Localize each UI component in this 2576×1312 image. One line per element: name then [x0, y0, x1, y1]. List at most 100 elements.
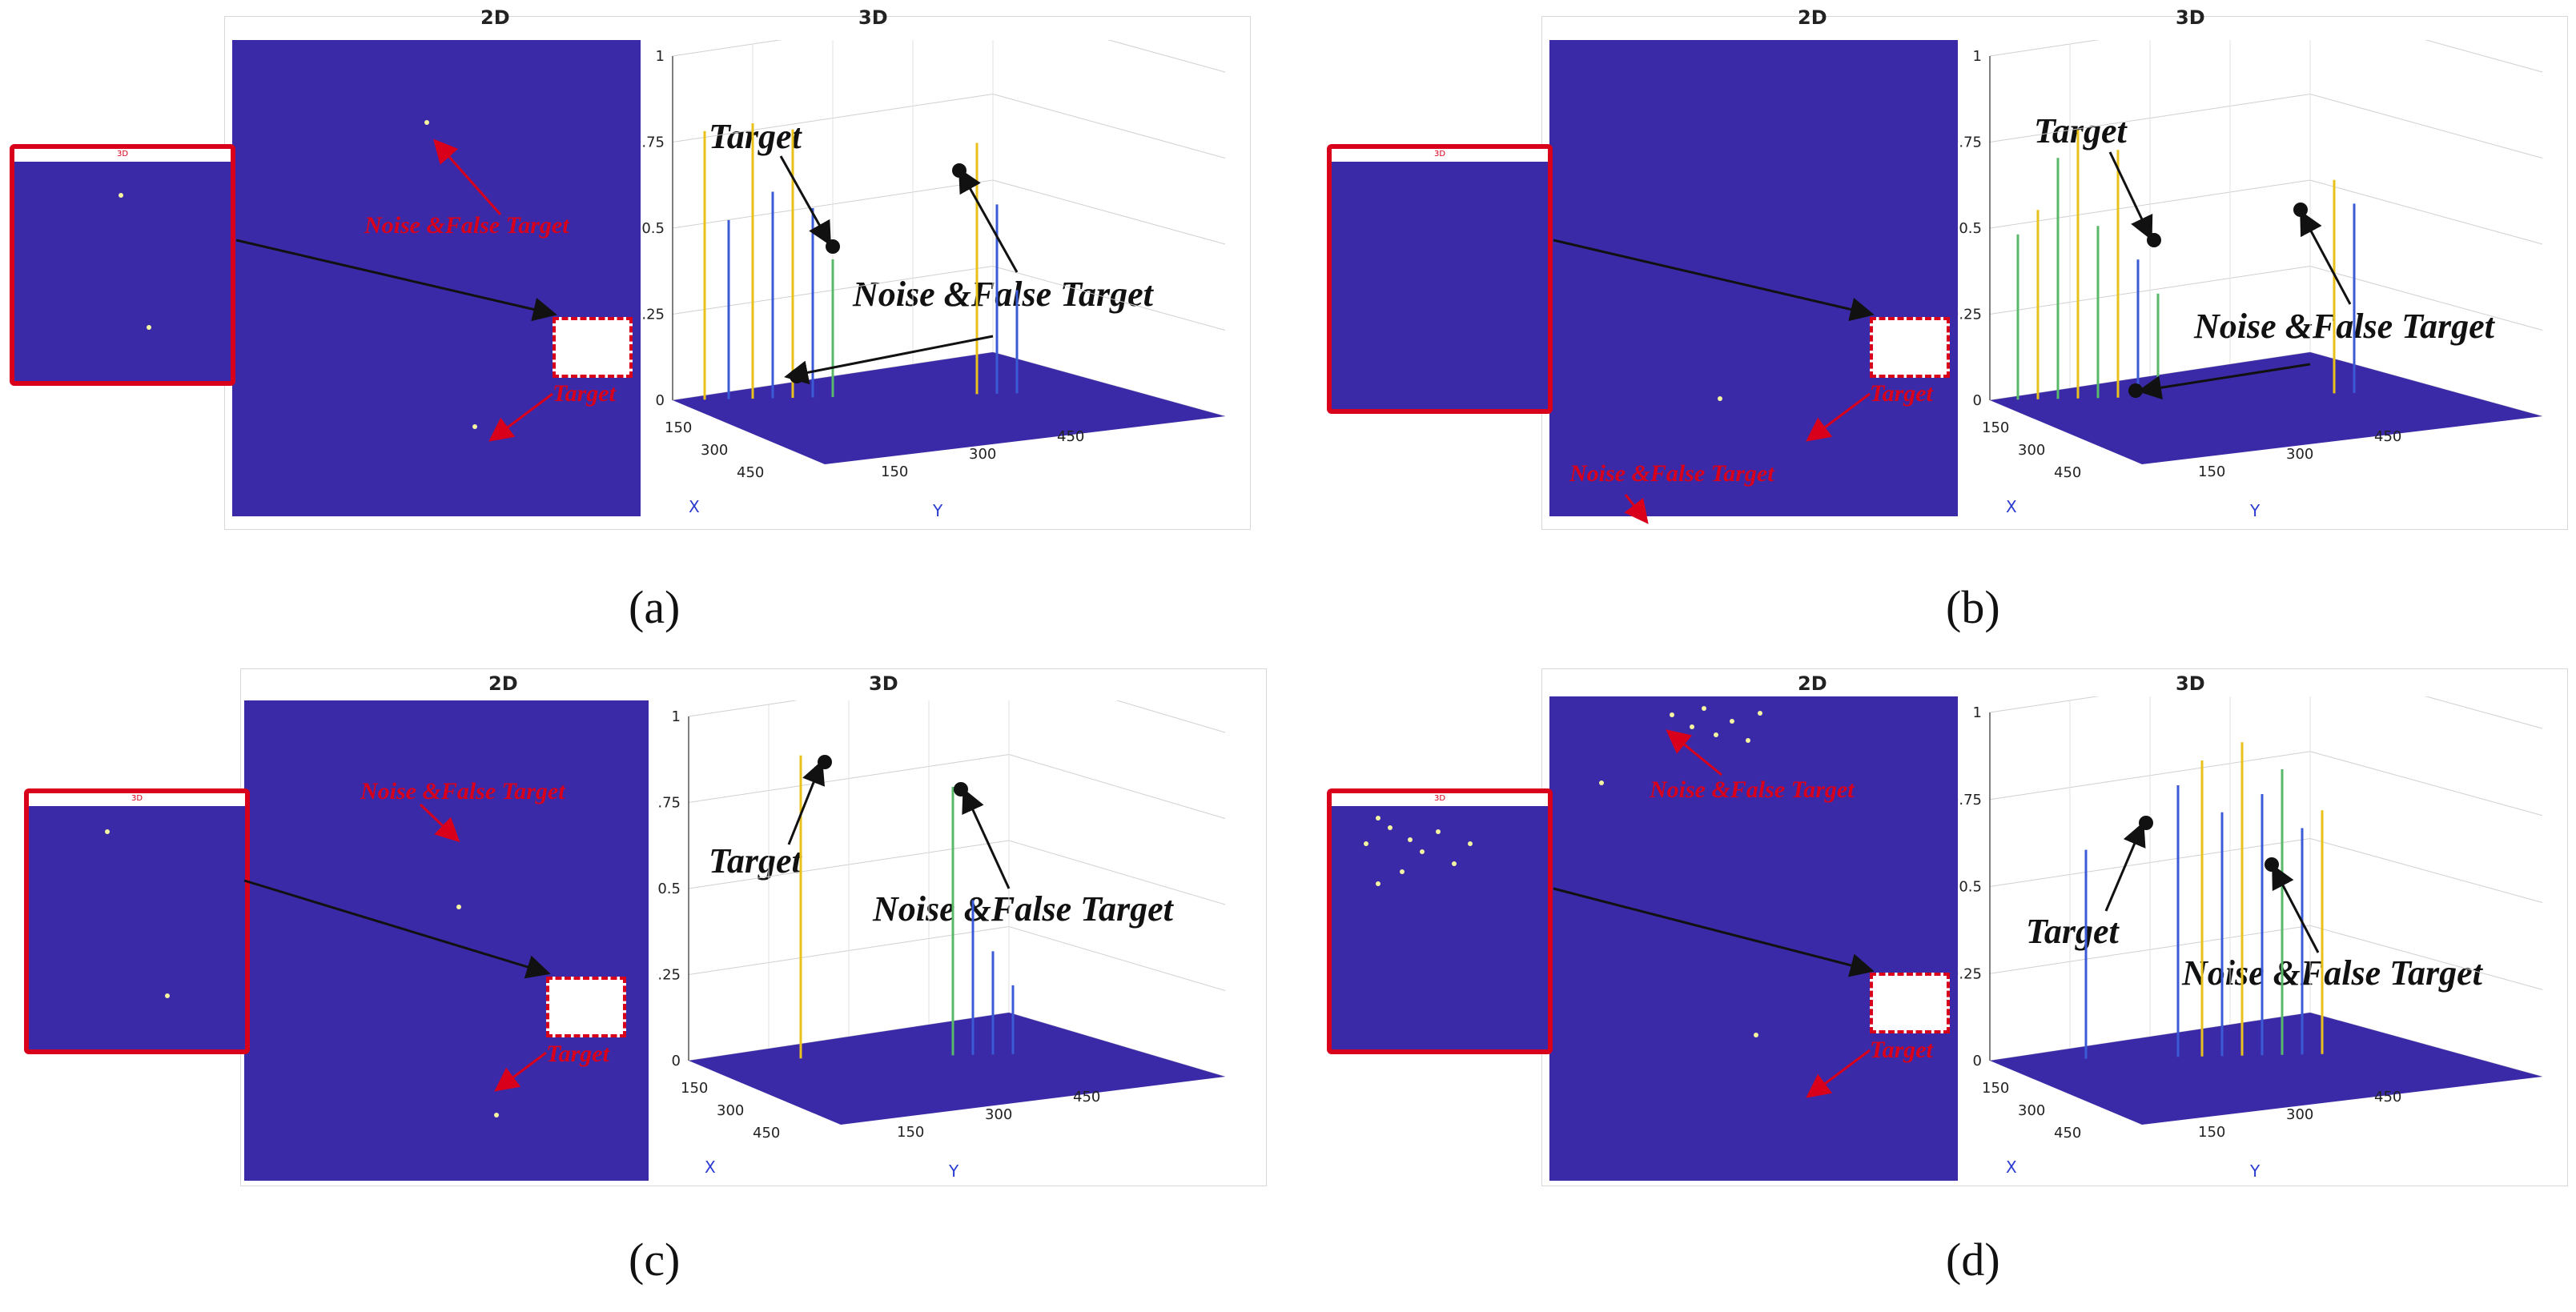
y-tick-label: 450	[2374, 428, 2401, 445]
inset-3d: 3D	[1327, 144, 1553, 414]
y-axis-label: Y	[2249, 1162, 2261, 1181]
y-tick-label: 150	[897, 1124, 924, 1141]
surface-floor	[689, 1013, 1225, 1125]
y-axis-label: Y	[932, 501, 943, 520]
x-tick-label: 300	[2018, 442, 2045, 459]
target-label-2d: Target	[546, 1041, 609, 1067]
x-axis-label: X	[689, 497, 700, 516]
noise-false-target-label: Noise &False Target	[360, 778, 565, 804]
noise-false-target-label-3d: Noise &False Target	[2182, 953, 2482, 993]
panel-caption: (b)	[1946, 581, 2000, 633]
y-tick-label: 300	[985, 1106, 1012, 1123]
target-label-3d: Target	[2026, 912, 2119, 951]
x-tick-label: 450	[737, 464, 764, 481]
inset-title-bar: 3D	[1332, 793, 1548, 806]
inset-title-bar: 3D	[1332, 149, 1548, 162]
z-tick-label: 0.25	[1958, 307, 1982, 323]
image-2d	[232, 40, 641, 516]
z-tick-label: 0	[1973, 392, 1982, 409]
panel-d: 2D 3D 3D Noise &False Target Target Targ…	[1317, 656, 2574, 1289]
z-tick-label: 0.75	[1958, 134, 1982, 151]
x-tick-label: 150	[681, 1080, 708, 1097]
z-tick-label: 0.25	[641, 307, 665, 323]
y-tick-label: 150	[881, 463, 908, 480]
y-tick-label: 150	[2198, 463, 2225, 480]
inset-title-bar: 3D	[29, 793, 245, 806]
y-axis-label: Y	[2249, 501, 2261, 520]
surface-floor	[1990, 1013, 2542, 1125]
target-label-3d: Target	[709, 117, 802, 156]
z-tick-label: 1	[656, 48, 665, 65]
zoom-box	[1870, 973, 1950, 1033]
x-tick-label: 150	[1982, 419, 2009, 436]
x-tick-label: 150	[665, 419, 692, 436]
title-2d: 2D	[1798, 6, 1827, 29]
z-tick-label: 1	[1973, 704, 1982, 721]
y-tick-label: 450	[1057, 428, 1084, 445]
x-axis-label: X	[2006, 1158, 2017, 1177]
y-tick-label: 300	[2286, 446, 2313, 463]
noise-false-target-label: Noise &False Target	[1569, 460, 1774, 487]
x-tick-label: 450	[2054, 1125, 2081, 1141]
z-tick-label: 0.25	[1958, 965, 1982, 982]
title-2d: 2D	[488, 672, 518, 695]
noise-false-target-label-3d: Noise &False Target	[2194, 307, 2494, 346]
title-2d: 2D	[480, 6, 510, 29]
z-tick-label: 0.75	[657, 795, 681, 812]
x-tick-label: 150	[1982, 1080, 2009, 1097]
z-tick-label: 0.75	[641, 134, 665, 151]
y-tick-label: 300	[2286, 1106, 2313, 1123]
title-3d: 3D	[869, 672, 898, 695]
z-tick-label: 1	[1973, 48, 1982, 65]
x-tick-label: 300	[2018, 1102, 2045, 1119]
z-tick-label: 0.25	[657, 967, 681, 984]
title-3d: 3D	[858, 6, 888, 29]
image-2d	[244, 700, 649, 1181]
y-tick-label: 300	[969, 446, 996, 463]
panel-a: 2D 3D 3D Noise &False Target Target Targ…	[0, 0, 1257, 633]
panel-caption: (d)	[1946, 1234, 2000, 1286]
target-label-3d: Target	[2034, 111, 2127, 150]
zoom-box	[553, 317, 633, 378]
z-tick-label: 0	[1973, 1053, 1982, 1069]
x-tick-label: 300	[717, 1102, 744, 1119]
panel-caption: (a)	[629, 581, 681, 633]
title-3d: 3D	[2176, 672, 2205, 695]
inset-title: 3D	[1433, 150, 1446, 158]
z-tick-label: 0.5	[641, 220, 665, 237]
noise-false-target-label: Noise &False Target	[364, 212, 569, 239]
noise-false-target-label-3d: Noise &False Target	[873, 889, 1173, 929]
z-tick-label: 0	[672, 1053, 681, 1069]
noise-false-target-label: Noise &False Target	[1650, 776, 1855, 803]
inset-title: 3D	[131, 794, 143, 803]
inset-3d: 3D	[1327, 788, 1553, 1054]
x-axis-label: X	[2006, 497, 2017, 516]
target-label-2d: Target	[1870, 380, 1933, 407]
y-tick-label: 450	[1073, 1089, 1100, 1105]
target-label-2d: Target	[553, 380, 616, 407]
z-tick-label: 0.5	[657, 881, 681, 897]
y-axis-label: Y	[948, 1162, 959, 1181]
surface-floor	[673, 352, 1225, 464]
panel-caption: (c)	[629, 1234, 681, 1286]
x-tick-label: 450	[2054, 464, 2081, 481]
z-tick-label: 1	[672, 708, 681, 725]
title-3d: 3D	[2176, 6, 2205, 29]
z-tick-label: 0.75	[1958, 792, 1982, 808]
z-tick-label: 0	[656, 392, 665, 409]
inset-3d: 3D	[24, 788, 250, 1054]
panel-c: 2D 3D 3D Noise &False Target Target Targ…	[0, 656, 1267, 1289]
inset-3d: 3D	[10, 144, 235, 386]
surface-floor	[1990, 352, 2542, 464]
title-2d: 2D	[1798, 672, 1827, 695]
y-tick-label: 450	[2374, 1089, 2401, 1105]
target-label-2d: Target	[1870, 1037, 1933, 1063]
zoom-box	[1870, 317, 1950, 378]
inset-title: 3D	[116, 150, 129, 158]
y-tick-label: 150	[2198, 1124, 2225, 1141]
x-tick-label: 300	[701, 442, 728, 459]
